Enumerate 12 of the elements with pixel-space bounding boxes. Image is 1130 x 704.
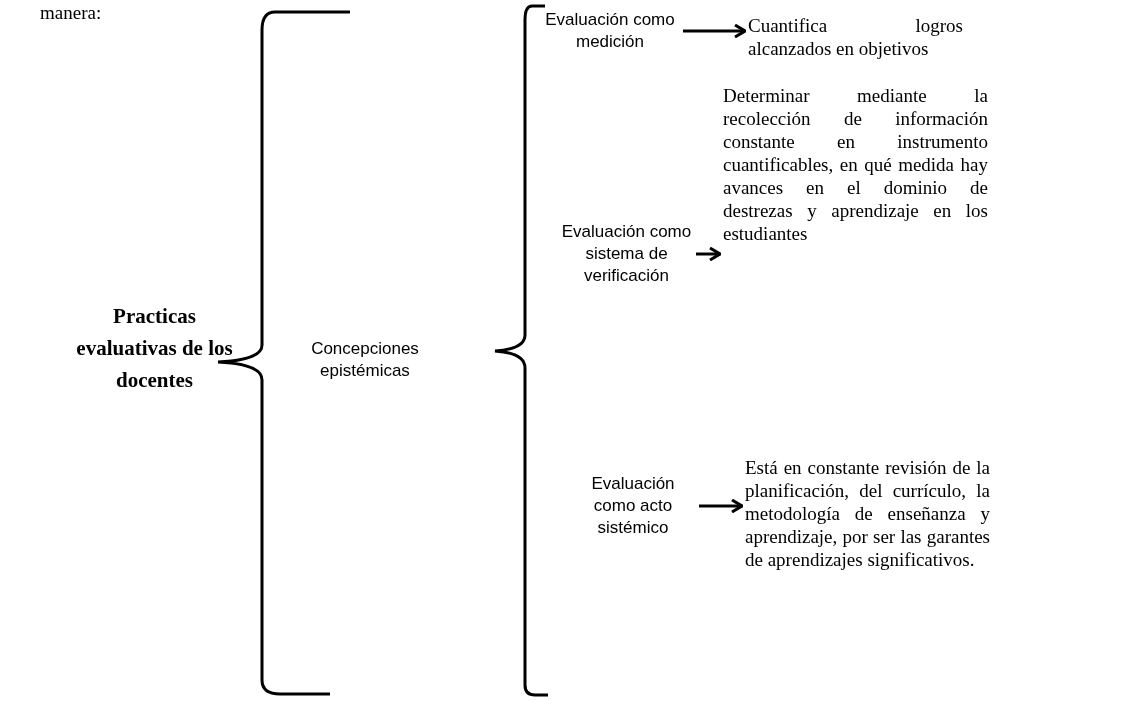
category-text: Evaluación como acto sistémico <box>570 473 696 539</box>
topic-title: Practicas evaluativas de los docentes <box>72 300 237 396</box>
description-text: Determinar mediante la recolección de información constante en instrumento cuantificables, en qué medida hay avances en el dominio de destrezas y aprendizaje en los estudiantes <box>723 84 988 245</box>
arrow <box>699 498 744 514</box>
category-text: Evaluación como medición <box>540 9 680 53</box>
concept-text: Concepciones epistémicas <box>296 338 434 382</box>
description-text: Cuantifica logros alcanzados en objetivos <box>748 14 963 60</box>
category-text: Evaluación como sistema de verificación <box>560 221 693 287</box>
arrow <box>683 23 747 39</box>
text-fragment: manera: <box>40 2 102 24</box>
arrow <box>696 246 722 262</box>
description-text: Está en constante revisión de la planificación, del currículo, la metodología de enseñanza y aprendizaje, por ser las garantes de aprendizajes significativos. <box>745 456 990 571</box>
